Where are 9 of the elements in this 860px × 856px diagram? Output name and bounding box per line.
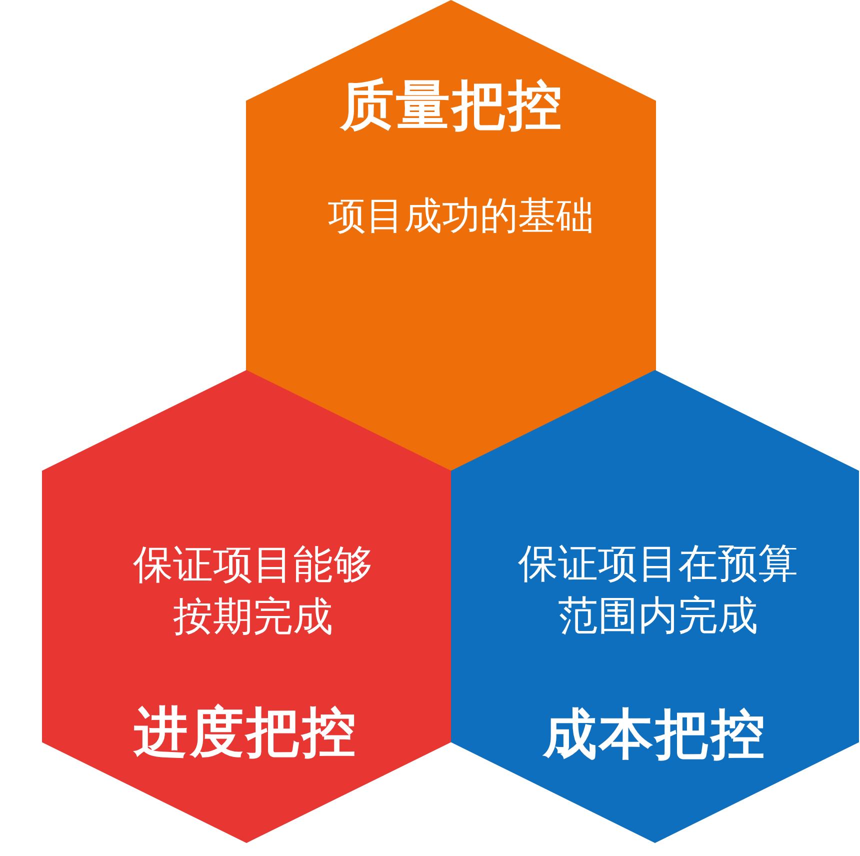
hexagon-description: 保证项目能够按期完成 xyxy=(132,541,374,642)
hexagon-tile xyxy=(246,0,656,473)
hexagon-heading: 质量把控 xyxy=(340,74,564,138)
hexagon-description: 保证项目在预算范围内完成 xyxy=(517,540,799,641)
hexagon-tile xyxy=(451,370,859,843)
hexagon-description: 项目成功的基础 xyxy=(327,192,595,240)
hexagon-tile xyxy=(42,370,451,843)
hexagon-heading: 成本把控 xyxy=(543,702,767,768)
hexagon-heading: 进度把控 xyxy=(134,700,358,766)
